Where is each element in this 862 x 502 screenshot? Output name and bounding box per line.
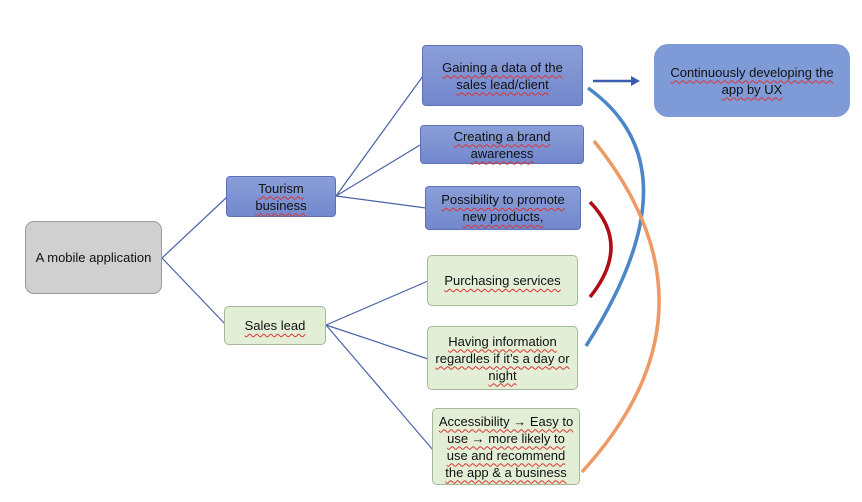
purchasing-services-node: Purchasing services (427, 255, 578, 306)
tourism-business-label: Tourism business (255, 180, 307, 213)
connector-sales-information (325, 324, 429, 360)
connector-tourism-brand (335, 144, 421, 197)
gaining-data-label: Gaining a data of the sales lead/client (442, 59, 563, 92)
root-label: A mobile application (35, 250, 152, 265)
information-node: Having information regardles if it’s a d… (427, 326, 578, 390)
promote-products-node: Possibility to promote new products, (425, 186, 581, 230)
sales-lead-label: Sales lead (244, 318, 306, 333)
link-red (588, 200, 613, 299)
brand-awareness-label: Creating a brand awareness (453, 128, 551, 161)
purchasing-services-label: Purchasing services (444, 273, 561, 288)
accessibility-node: Accessibility → Easy to use → more likel… (432, 408, 580, 485)
gaining-data-node: Gaining a data of the sales lead/client (422, 45, 583, 106)
link-orange (580, 139, 661, 474)
sales-lead-node: Sales lead (224, 306, 326, 345)
accessibility-label: Accessibility → Easy to use → more likel… (438, 413, 574, 480)
connector-tourism-promote (335, 195, 427, 209)
link-blue (584, 86, 646, 347)
brand-awareness-node: Creating a brand awareness (420, 125, 584, 164)
connector-sales-accessibility (325, 324, 434, 451)
outcome-node: Continuously developing the app by UX (654, 44, 850, 117)
root-node: A mobile application (25, 221, 162, 294)
information-label: Having information regardles if it’s a d… (435, 333, 570, 383)
arrow-to-outcome (593, 76, 640, 86)
connector-root-tourism (161, 196, 228, 259)
connector-tourism-gaining (335, 75, 424, 197)
connector-root-sales (161, 257, 227, 326)
outcome-label: Continuously developing the app by UX (670, 64, 834, 97)
connector-sales-purchasing (325, 280, 429, 326)
tourism-business-node: Tourism business (226, 176, 336, 217)
promote-products-label: Possibility to promote new products, (441, 192, 565, 224)
